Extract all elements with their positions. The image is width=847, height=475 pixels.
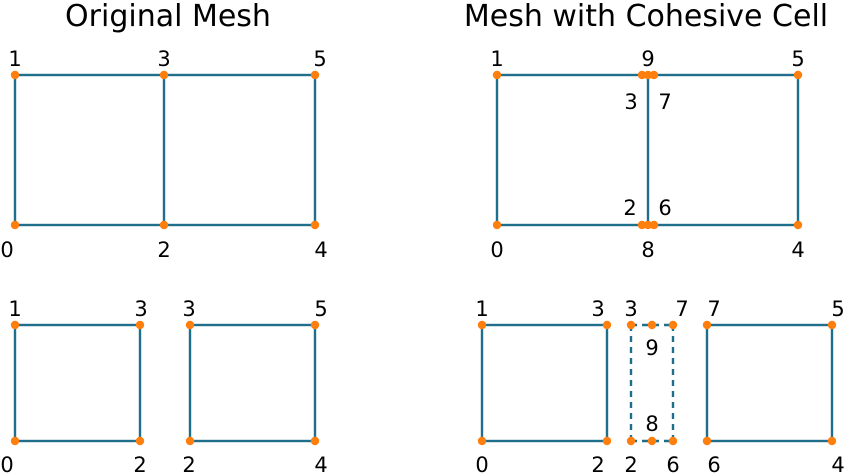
- vertex-label: 0: [475, 453, 488, 475]
- vertex: [10, 70, 20, 80]
- title-cohesive-mesh: Mesh with Cohesive Cell: [464, 0, 828, 34]
- cell-outline: [13, 323, 142, 443]
- vertex-label: 2: [157, 238, 170, 262]
- vertex-label: 4: [791, 238, 804, 262]
- vertex: [649, 220, 659, 230]
- vertex: [626, 320, 636, 330]
- vertex: [643, 220, 653, 230]
- vertex: [185, 320, 195, 330]
- vertex: [649, 70, 659, 80]
- vertex-label: 6: [658, 196, 671, 220]
- vertex: [310, 220, 320, 230]
- cohesive-cell-a: 1 3 0 2: [475, 297, 612, 475]
- vertex-label: 0: [490, 238, 503, 262]
- original-cell-a: 1 3 0 2: [0, 297, 147, 475]
- vertex: [10, 436, 20, 446]
- vertex: [647, 320, 657, 330]
- vertex: [668, 436, 678, 446]
- vertex-label: 7: [658, 90, 671, 114]
- vertex-label: 4: [314, 453, 327, 475]
- cohesive-cell: 3 7 9 8 2 6: [624, 297, 688, 475]
- vertex: [793, 220, 803, 230]
- vertex-label: 3: [157, 47, 170, 71]
- vertex-label: 4: [314, 238, 327, 262]
- vertex: [159, 220, 169, 230]
- vertex-label: 3: [591, 297, 604, 321]
- vertex: [602, 320, 612, 330]
- vertex: [626, 436, 636, 446]
- vertex: [827, 436, 837, 446]
- original-cell-b: 3 5 2 4: [182, 297, 327, 475]
- vertex: [637, 220, 647, 230]
- vertex: [477, 320, 487, 330]
- vertex: [602, 436, 612, 446]
- vertex: [159, 70, 169, 80]
- vertex-label: 3: [134, 297, 147, 321]
- vertex: [827, 320, 837, 330]
- vertex-label: 5: [791, 47, 804, 71]
- vertex-label: 2: [182, 453, 195, 475]
- vertex: [477, 436, 487, 446]
- vertex: [135, 436, 145, 446]
- vertex: [492, 70, 502, 80]
- cell-outline: [705, 323, 834, 443]
- vertex: [310, 436, 320, 446]
- cohesive-mesh: 1 9 5 3 7 2 6 0 8 4: [490, 47, 804, 262]
- vertex-label: 8: [645, 412, 658, 436]
- vertex-label: 9: [645, 336, 658, 360]
- vertex-label: 4: [831, 453, 844, 475]
- vertex-label: 2: [133, 453, 146, 475]
- title-original-mesh: Original Mesh: [65, 0, 271, 34]
- vertex: [668, 320, 678, 330]
- vertex: [492, 220, 502, 230]
- vertex-label: 5: [831, 297, 844, 321]
- vertex-label: 1: [8, 297, 21, 321]
- vertex-label: 2: [591, 453, 604, 475]
- vertex-label: 9: [641, 47, 654, 71]
- vertex-label: 6: [707, 453, 720, 475]
- vertex: [185, 436, 195, 446]
- vertex-label: 1: [475, 297, 488, 321]
- cohesive-cell-b: 7 5 6 4: [702, 297, 845, 475]
- vertex-label: 3: [624, 90, 637, 114]
- vertex-label: 1: [8, 47, 21, 71]
- vertex-label: 3: [624, 297, 637, 321]
- vertex-label: 5: [313, 47, 326, 71]
- vertex: [10, 220, 20, 230]
- vertex-label: 0: [0, 453, 13, 475]
- vertex: [310, 70, 320, 80]
- vertex-label: 7: [707, 297, 720, 321]
- vertex: [793, 70, 803, 80]
- vertex-label: 8: [641, 238, 654, 262]
- vertex-label: 2: [623, 196, 636, 220]
- vertex: [135, 320, 145, 330]
- vertex-label: 6: [666, 453, 679, 475]
- vertex: [10, 320, 20, 330]
- cell-outline: [480, 323, 609, 443]
- vertex-label: 7: [675, 297, 688, 321]
- vertex-label: 1: [490, 47, 503, 71]
- vertex: [647, 436, 657, 446]
- vertex-label: 3: [182, 297, 195, 321]
- vertex: [310, 320, 320, 330]
- vertex-label: 2: [624, 453, 637, 475]
- vertex: [637, 70, 647, 80]
- vertex: [643, 70, 653, 80]
- vertex-label: 5: [314, 297, 327, 321]
- vertex: [702, 320, 712, 330]
- cell-outline: [188, 323, 317, 443]
- vertex-label: 0: [0, 238, 13, 262]
- original-mesh: 1 3 5 0 2 4: [0, 47, 327, 262]
- vertex: [702, 436, 712, 446]
